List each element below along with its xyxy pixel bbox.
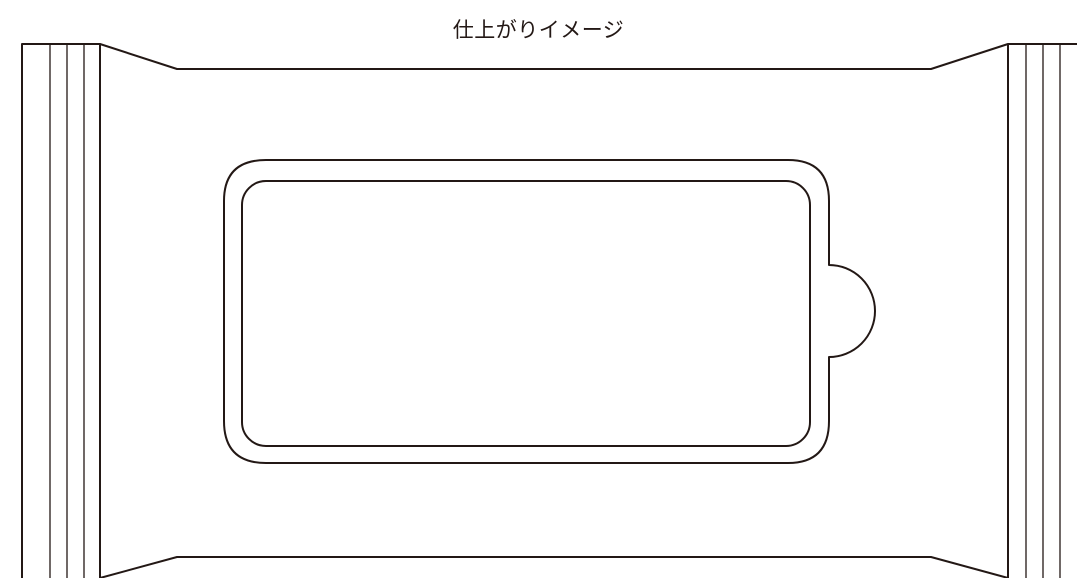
lid-inner-opening [241,180,811,447]
package-outline [21,43,1077,578]
right-seal-ribs [1007,44,1061,578]
lid-outer-outline-with-tab [223,159,876,464]
package-outline-bottom [99,556,1009,578]
page-title: 仕上がりイメージ [452,18,625,42]
package-outline-top [21,43,1077,578]
left-seal-ribs [49,44,101,578]
